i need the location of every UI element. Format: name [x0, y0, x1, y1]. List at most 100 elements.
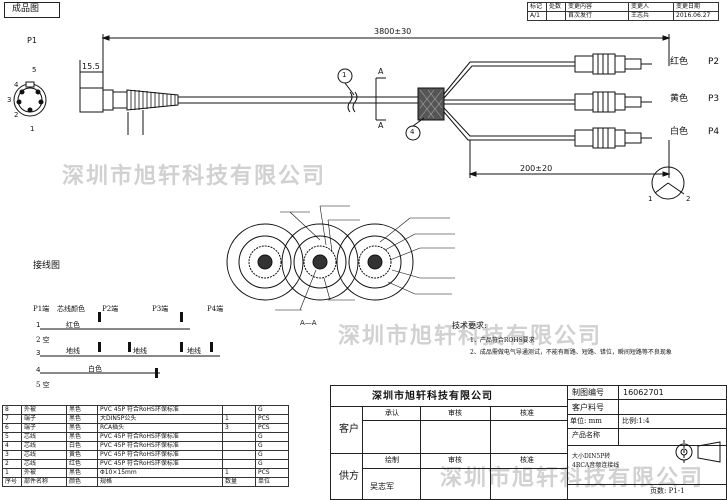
drawing-no-label: 制图编号 — [572, 388, 604, 397]
bom-cell: 数量 — [222, 477, 256, 487]
rca-pin-2: 2 — [686, 195, 691, 203]
wiring-row-2-p1: 2 空 — [36, 336, 50, 344]
bom-cell: 外被 — [21, 405, 67, 415]
bom-cell: 5 — [2, 432, 22, 442]
bom-cell: 颜色 — [66, 477, 98, 487]
bom-cell: 黑色 — [66, 405, 98, 415]
approval-vline-2 — [420, 406, 421, 500]
rca-plug-white — [574, 127, 652, 149]
bom-cell: PVC 45P 符合RoHS环保标准 — [97, 441, 223, 451]
bom-cell: 端子 — [21, 423, 67, 433]
bom-cell: PVC 45P 符合RoHS环保标准 — [97, 405, 223, 415]
watermark-bottom: 深圳市旭轩科技有限公司 — [440, 465, 705, 491]
bom-cell: 芯线 — [21, 450, 67, 460]
wiring-row-3-c2: 地线 — [133, 347, 147, 355]
bom-cell: 外被 — [21, 468, 67, 478]
page-label: 页数: P1-1 — [650, 487, 685, 495]
notes-title: 技术要求: — [452, 321, 487, 330]
bom-cell: 2 — [2, 459, 22, 469]
dim-head-label: 15.5 — [82, 62, 100, 71]
title-block-vline-2 — [618, 385, 619, 445]
bom-cell: 3 — [2, 450, 22, 460]
drawing-no: 16062701 — [623, 388, 664, 397]
bom-cell: G — [255, 432, 289, 442]
cable-cross-section — [226, 205, 455, 311]
bom-cell: 3 — [222, 423, 256, 433]
designer-name: 吴志军 — [370, 482, 394, 491]
bom-cell: 4 — [2, 441, 22, 451]
scale-label: 比例:1:4 — [622, 417, 650, 425]
section-a-bottom: A — [378, 121, 384, 130]
wiring-row-4-p1: 4 — [36, 366, 41, 374]
rca-plug-yellow — [574, 91, 652, 113]
bom-cell: 黑色 — [66, 432, 98, 442]
notes-item-1: 1、产品符合ROHS要求 — [470, 337, 535, 344]
p1-label: P1 — [27, 36, 37, 45]
title-block-hline-6 — [567, 484, 727, 485]
rca-pin-1: 1 — [648, 195, 653, 203]
sign-col-2: 审核 — [448, 456, 462, 464]
wiring-row-3-color: 地线 — [66, 347, 80, 355]
bom-cell: G — [255, 450, 289, 460]
approval-hline-1 — [330, 453, 567, 454]
bom-cell: G — [255, 405, 289, 415]
bom-cell: 大DIN5P公头 — [97, 414, 223, 424]
bom-cell: PVC 45P 符合RoHS环保标准 — [97, 459, 223, 469]
sign-col-3: 核准 — [520, 456, 534, 464]
dim-total-label: 3800±30 — [374, 27, 412, 36]
plug-color-yellow: 黄色 — [670, 94, 689, 104]
pin-label-2: 2 — [14, 111, 19, 119]
bom-cell: 1 — [222, 468, 256, 478]
bom-cell — [222, 432, 256, 442]
callout-1-label: 1 — [342, 71, 347, 79]
bom-cell: PCS — [255, 423, 289, 433]
title-block-hline-2 — [567, 399, 727, 400]
change-table-row: A/1 首次发行 王志兵 2016.06.27 — [527, 11, 719, 21]
approve-col-2: 审核 — [448, 409, 462, 417]
part-no-label: 客户料号 — [572, 403, 604, 412]
bom-cell — [222, 450, 256, 460]
bom-cell: Φ10×15mm — [97, 468, 223, 478]
bom-header: 序号部件名称颜色规格数量单位 — [2, 477, 289, 487]
approval-vline-3 — [490, 406, 491, 500]
bom-cell: 黑色 — [66, 414, 98, 424]
title-block-vline-1 — [567, 385, 568, 500]
wiring-row-3-p1: 3 — [36, 349, 41, 357]
bom-cell: 6 — [2, 423, 22, 433]
bom-cell: 芯线 — [21, 441, 67, 451]
plug-port-p2: P2 — [708, 57, 720, 67]
wiring-header-p4: P4端 — [207, 305, 224, 313]
title-block-hline-1 — [330, 406, 567, 407]
bom-cell: 芯线 — [21, 432, 67, 442]
bom-cell: PVC 45P 符合RoHS环保标准 — [97, 432, 223, 442]
pin-label-5: 5 — [32, 66, 37, 74]
bom-cell: 规格 — [97, 477, 223, 487]
plug-port-p3: P3 — [708, 94, 720, 104]
wiring-row-3-c3: 地线 — [187, 347, 201, 355]
sign-col-1: 绘制 — [385, 456, 399, 464]
plug-port-p4: P4 — [708, 127, 720, 137]
bom-cell: 白色 — [66, 441, 98, 451]
pin-label-3: 3 — [7, 96, 12, 104]
rca-face — [651, 166, 685, 200]
title-block-hline-4 — [567, 428, 727, 429]
customer-label: 客户 — [339, 424, 359, 435]
bom-cell — [222, 405, 256, 415]
wiring-header-p2: P2端 — [102, 305, 119, 313]
wiring-lines — [40, 312, 220, 378]
bom-cell: 端子 — [21, 414, 67, 424]
wiring-row-5-p1: 5 空 — [36, 381, 50, 389]
projection-symbol — [675, 440, 721, 464]
product-name-label: 产品名称 — [572, 431, 600, 439]
cable-drawing — [13, 34, 685, 200]
approval-hline-3 — [362, 468, 567, 469]
section-a-top: A — [378, 67, 384, 76]
bom-cell: G — [255, 441, 289, 451]
approve-col-3: 核准 — [520, 409, 534, 417]
